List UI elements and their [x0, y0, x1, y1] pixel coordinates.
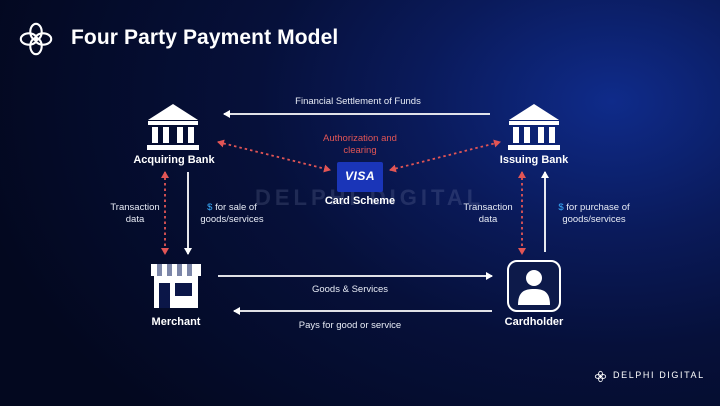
- right-purchase-label-line2: goods/services: [562, 214, 626, 225]
- pays-label: Pays for good or service: [298, 320, 402, 331]
- visa-brand-text: VISA: [344, 169, 375, 183]
- dollar-symbol: $: [207, 202, 213, 213]
- authorization-label-line2: clearing: [343, 145, 377, 156]
- delphi-footer-logo-icon: [594, 370, 607, 383]
- right-purchase-label-line1: $ for purchase of: [558, 202, 630, 213]
- visa-card-icon: [337, 162, 383, 192]
- right-txn-label: Transaction data: [453, 202, 523, 226]
- delphi-logo-icon: [19, 22, 53, 56]
- dollar-symbol: $: [558, 202, 564, 213]
- auth-arrow-right: [389, 139, 501, 173]
- bank-building-icon: [508, 104, 560, 150]
- person-icon: [507, 260, 561, 312]
- right-purchase-label: $ for purchase of goods/services: [549, 202, 639, 226]
- authorization-label-line1: Authorization and: [323, 133, 397, 144]
- left-txn-label-line1: Transaction: [110, 202, 160, 213]
- footer-brand: DELPHI DIGITAL: [613, 370, 705, 380]
- merchant-label: Merchant: [151, 316, 201, 328]
- left-txn-label-line2: data: [125, 214, 145, 225]
- goods-services-label: Goods & Services: [311, 284, 389, 295]
- settlement-label: Financial Settlement of Funds: [295, 96, 421, 107]
- left-sale-label-line1: $ for sale of: [207, 202, 257, 213]
- left-txn-label: Transaction data: [100, 202, 170, 226]
- right-txn-label-line1: Transaction: [463, 202, 513, 213]
- acquiring-bank-label: Acquiring Bank: [133, 154, 215, 166]
- left-sale-label: $ for sale of goods/services: [192, 202, 272, 226]
- page-title: Four Party Payment Model: [71, 26, 339, 49]
- left-sale-label-line2: goods/services: [200, 214, 264, 225]
- bank-building-icon: [147, 104, 199, 150]
- right-txn-label-line2: data: [478, 214, 498, 225]
- storefront-icon: [151, 264, 201, 308]
- authorization-label: Authorization and clearing: [300, 133, 420, 157]
- card-scheme-label: Card Scheme: [324, 195, 396, 207]
- issuing-bank-label: Issuing Bank: [499, 154, 569, 166]
- cardholder-label: Cardholder: [504, 316, 564, 328]
